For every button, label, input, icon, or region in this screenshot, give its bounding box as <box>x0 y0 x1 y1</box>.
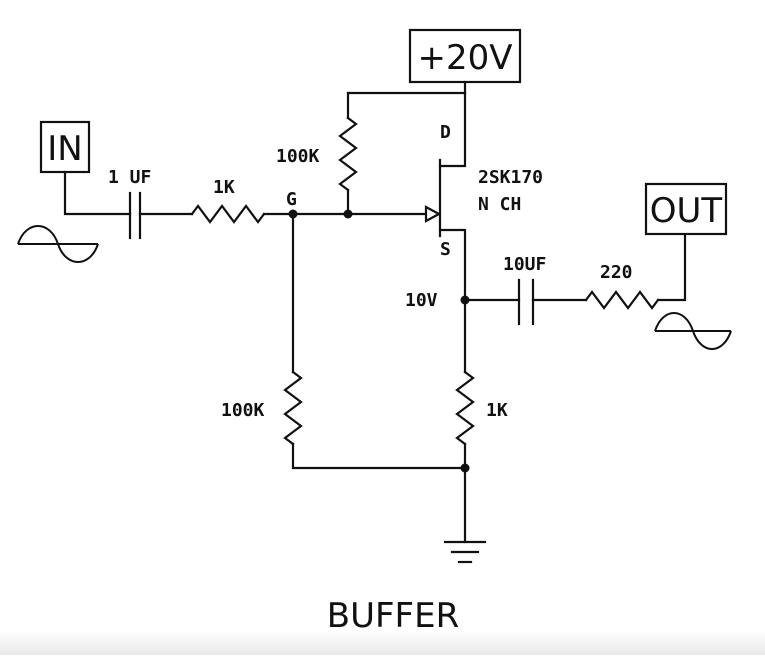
drain-label: D <box>440 122 451 143</box>
bias-bottom-lead-lower <box>291 442 467 470</box>
input-wire <box>63 170 132 216</box>
supply-box <box>408 28 522 84</box>
bias-top-label: 100K <box>276 146 320 167</box>
gate-label: G <box>286 189 297 210</box>
gate-arrow <box>424 205 442 223</box>
input-cap-label: 1 UF <box>108 167 151 188</box>
bias-bottom-label: 100K <box>221 400 265 421</box>
source-voltage-label: 10V <box>405 290 438 311</box>
input-sine-wave <box>17 225 99 263</box>
input-label: IN <box>47 129 82 169</box>
source-junction-dot <box>460 295 470 305</box>
source-resistor <box>455 370 475 446</box>
output-resistor <box>584 290 660 310</box>
gate-stopper-resistor <box>190 204 266 224</box>
output-cap-label: 10UF <box>503 254 546 275</box>
ground-junction-dot <box>460 463 470 473</box>
gate-junction-dot <box>288 209 298 219</box>
source-resistor-label: 1K <box>486 400 508 421</box>
transistor-type-label: N CH <box>478 194 521 215</box>
source-label: S <box>440 239 451 260</box>
gate-stopper-label: 1K <box>213 177 235 198</box>
output-sine-wave <box>654 312 732 350</box>
drain-wire <box>438 91 467 168</box>
supply-label: +20V <box>417 38 512 78</box>
bias-bottom-resistor <box>283 370 303 446</box>
output-wire-right <box>656 232 687 302</box>
bias-top-resistor <box>338 116 358 192</box>
output-box <box>644 182 728 236</box>
diagram-title: BUFFER <box>327 596 459 636</box>
bottom-fade <box>0 630 765 655</box>
bias-junction-dot <box>343 209 353 219</box>
transistor-part-label: 2SK170 <box>478 167 543 188</box>
output-label: OUT <box>650 191 723 231</box>
source-wire <box>438 228 467 374</box>
output-resistor-label: 220 <box>600 262 633 283</box>
